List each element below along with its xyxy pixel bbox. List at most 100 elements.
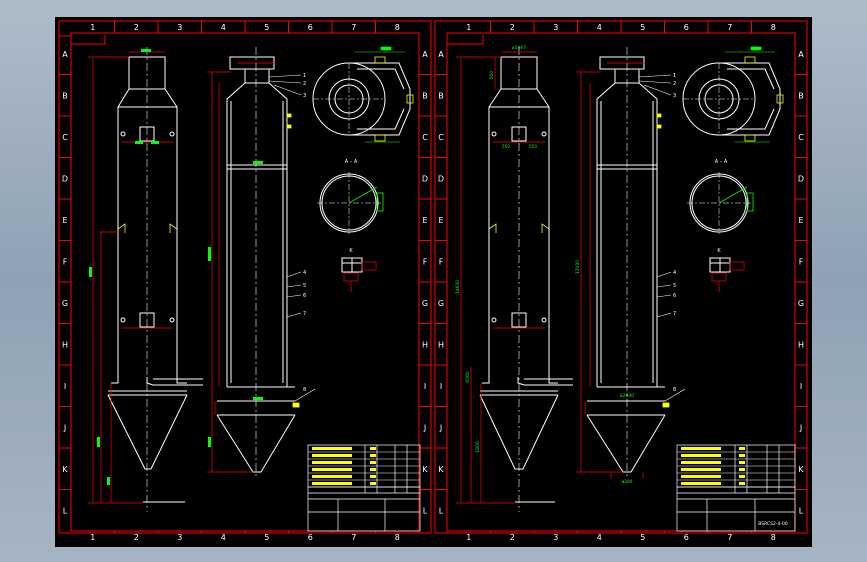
balloon-8: 8 — [303, 387, 306, 393]
right-top-view-dims — [725, 46, 775, 143]
right-dim-body-length: 12030 — [575, 260, 581, 274]
right-dim-cone-height: 1800 — [475, 441, 481, 453]
right-section-leaders — [638, 74, 686, 402]
row-label-left-k-a: K — [62, 465, 68, 474]
right-detail-k-dims — [711, 261, 745, 292]
col-label-right-6-b: 6 — [684, 533, 689, 542]
col-label-left-1-b: 1 — [90, 533, 95, 542]
right-top-view-annotations — [683, 56, 784, 142]
col-label-right-2-b: 2 — [510, 533, 515, 542]
row-label-right-j-a: J — [439, 423, 442, 432]
right-sheet-frame — [434, 20, 808, 534]
parts-row-qty — [370, 461, 376, 464]
row-label-right-k-b: K — [798, 465, 804, 474]
row-label-right-a-b: A — [798, 50, 804, 59]
right-dim-cone-diameter: ø2000 — [620, 393, 634, 399]
right-section-dims — [576, 62, 645, 479]
parts-row-text — [312, 475, 352, 478]
parts-row-qty — [370, 468, 376, 471]
balloon-7: 7 — [303, 311, 306, 317]
left-exterior-dim-text — [89, 49, 159, 485]
col-label-right-1-b: 1 — [466, 533, 471, 542]
left-top-view-annotations — [313, 56, 414, 142]
left-detail-k-dims — [343, 261, 377, 292]
col-label-right-2-a: 2 — [510, 23, 515, 32]
row-label-right-e-b: E — [798, 216, 803, 225]
row-label-left-i-a: I — [64, 382, 66, 391]
parts-row-qty — [739, 475, 745, 478]
balloon-3: 3 — [673, 93, 676, 99]
parts-row-text — [312, 461, 352, 464]
left-parts-list[interactable] — [307, 444, 421, 532]
col-label-right-5-a: 5 — [640, 23, 645, 32]
right-detail-k[interactable] — [709, 257, 731, 273]
row-label-right-b-b: B — [798, 91, 804, 100]
col-label-left-4-a: 4 — [221, 23, 226, 32]
row-label-left-j-b: J — [423, 423, 426, 432]
right-parts-list[interactable] — [676, 444, 796, 532]
left-top-view-dims — [355, 46, 405, 143]
col-label-left-5-b: 5 — [264, 533, 269, 542]
col-label-right-7-b: 7 — [727, 533, 732, 542]
balloon-8: 8 — [673, 387, 676, 393]
row-label-right-b-a: B — [438, 91, 444, 100]
frame-ticks — [59, 21, 807, 533]
col-label-right-3-b: 3 — [553, 533, 558, 542]
row-label-left-j-a: J — [63, 423, 66, 432]
right-dim-flange-left: 550 — [502, 144, 510, 149]
right-dim-lower-height: 6560 — [465, 371, 471, 383]
parts-row-qty — [739, 447, 745, 450]
row-label-right-c-b: C — [798, 133, 804, 142]
balloon-5: 5 — [673, 283, 676, 289]
row-label-right-e-a: E — [438, 216, 443, 225]
left-section-dim-text — [208, 161, 263, 447]
parts-row-qty — [370, 482, 376, 485]
left-section-aa-label: A – A — [345, 159, 358, 165]
left-section-dims — [207, 62, 275, 473]
right-section-aa-label: A – A — [715, 159, 728, 165]
balloon-4: 4 — [673, 270, 676, 276]
row-label-left-e-a: E — [62, 216, 67, 225]
parts-row-qty — [739, 468, 745, 471]
row-label-left-l-a: L — [63, 506, 68, 515]
col-label-left-5-a: 5 — [264, 23, 269, 32]
col-label-left-8-a: 8 — [395, 23, 400, 32]
row-label-left-d-a: D — [62, 174, 68, 183]
row-label-left-d-b: D — [422, 174, 428, 183]
balloon-4: 4 — [303, 270, 306, 276]
col-label-left-3-a: 3 — [177, 23, 182, 32]
balloon-2: 2 — [303, 81, 306, 87]
row-label-left-f-a: F — [63, 257, 68, 266]
balloon-6: 6 — [673, 293, 676, 299]
row-label-right-g-b: G — [798, 299, 804, 308]
left-section-view[interactable] — [216, 56, 296, 473]
right-title-block-code: BSRCS2-4-00 — [758, 521, 788, 527]
col-label-right-1-a: 1 — [466, 23, 471, 32]
row-label-left-g-b: G — [422, 299, 428, 308]
row-label-right-f-b: F — [799, 257, 804, 266]
left-exterior-view[interactable] — [107, 56, 203, 503]
row-label-left-i-b: I — [424, 382, 426, 391]
row-label-right-f-a: F — [439, 257, 444, 266]
left-exterior-annotations — [117, 223, 178, 233]
parts-row-qty — [739, 454, 745, 457]
right-exterior-annotations — [488, 223, 550, 233]
col-label-right-4-a: 4 — [597, 23, 602, 32]
parts-row-text — [681, 475, 721, 478]
right-section-view[interactable] — [586, 56, 666, 473]
col-label-right-5-b: 5 — [640, 533, 645, 542]
col-label-right-8-b: 8 — [771, 533, 776, 542]
right-section-annotations — [656, 113, 670, 408]
left-detail-k[interactable] — [341, 257, 363, 273]
row-label-right-d-a: D — [438, 174, 444, 183]
right-exterior-dims — [456, 51, 545, 504]
col-label-left-7-a: 7 — [351, 23, 356, 32]
row-label-left-c-b: C — [422, 133, 428, 142]
right-exterior-view[interactable] — [479, 56, 573, 503]
